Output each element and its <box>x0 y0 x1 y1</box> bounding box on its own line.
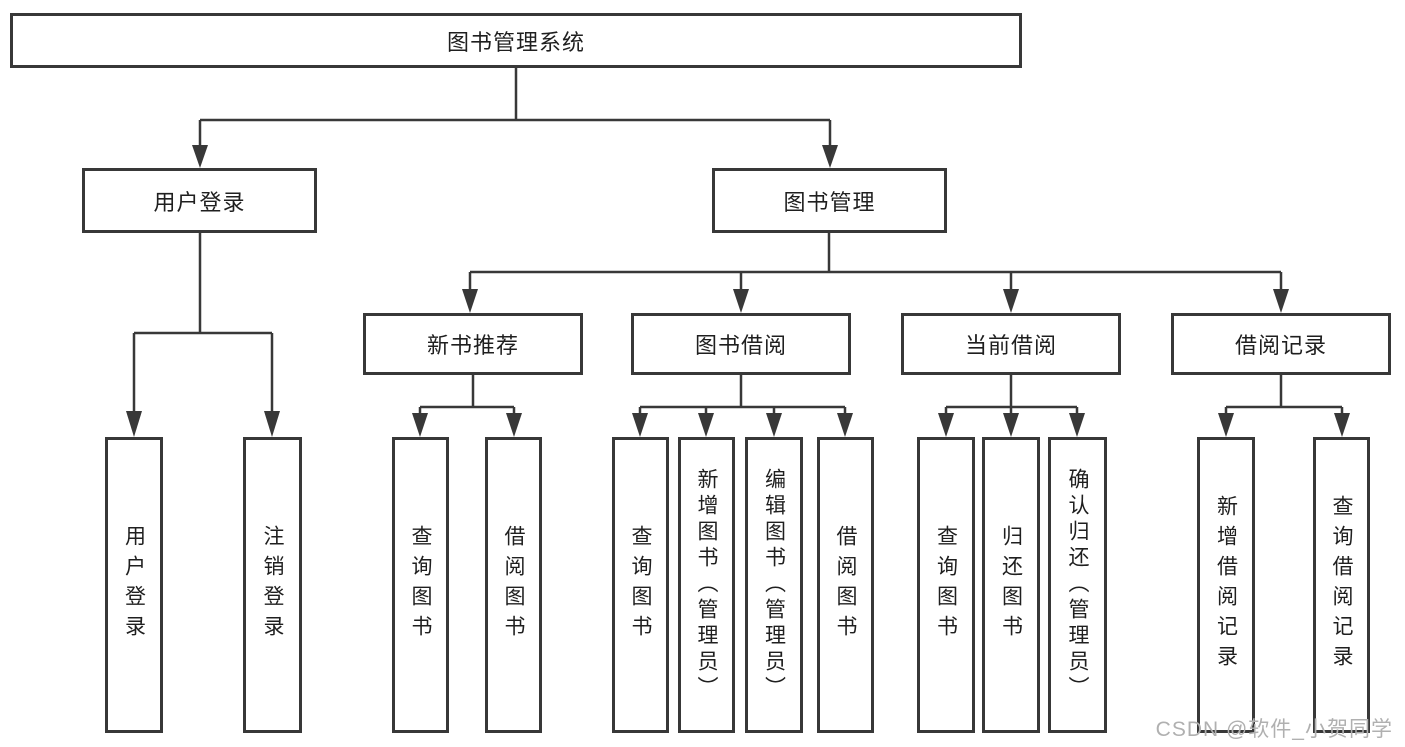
leaf-box-add-borrow-record: 新增借阅记录 <box>1197 437 1255 733</box>
branch-box-new-book-recommend: 新书推荐 <box>363 313 583 375</box>
leaf-box-query-borrow-record: 查询借阅记录 <box>1313 437 1370 733</box>
leaf-box-add-book-admin: 新增图书（管理员） <box>678 437 735 733</box>
leaf-box-logout: 注销登录 <box>243 437 302 733</box>
leaf-label: 查询图书 <box>934 525 958 645</box>
leaf-label: 注销登录 <box>261 525 284 645</box>
leaf-label: 确认归还（管理员） <box>1066 468 1089 702</box>
leaf-label: 新增图书（管理员） <box>695 468 718 702</box>
leaf-label: 用户登录 <box>122 525 146 645</box>
leaf-box-return-book: 归还图书 <box>982 437 1040 733</box>
csdn-watermark: CSDN @软件_小贺同学 <box>1155 718 1393 741</box>
leaf-label: 编辑图书（管理员） <box>762 468 786 702</box>
leaf-box-confirm-return-admin: 确认归还（管理员） <box>1048 437 1107 733</box>
leaf-label: 新增借阅记录 <box>1214 495 1238 675</box>
leaf-box-user-login: 用户登录 <box>105 437 163 733</box>
leaf-label: 归还图书 <box>999 525 1023 645</box>
root-box-library-system: 图书管理系统 <box>10 13 1022 68</box>
leaf-label: 借阅图书 <box>502 525 525 645</box>
leaf-box-query-books-recommend: 查询图书 <box>392 437 449 733</box>
leaf-box-edit-book-admin: 编辑图书（管理员） <box>745 437 803 733</box>
branch-box-book-borrowing: 图书借阅 <box>631 313 851 375</box>
leaf-box-borrow-books: 借阅图书 <box>817 437 874 733</box>
leaf-label: 查询图书 <box>629 525 652 645</box>
branch-box-user-login: 用户登录 <box>82 168 317 233</box>
leaf-box-borrow-books-recommend: 借阅图书 <box>485 437 542 733</box>
leaf-label: 借阅图书 <box>834 525 857 645</box>
leaf-box-query-books-current: 查询图书 <box>917 437 975 733</box>
leaf-label: 查询借阅记录 <box>1330 495 1353 675</box>
branch-box-book-management: 图书管理 <box>712 168 947 233</box>
leaf-label: 查询图书 <box>409 525 432 645</box>
branch-box-borrow-records: 借阅记录 <box>1171 313 1391 375</box>
leaf-box-query-books-borrowing: 查询图书 <box>612 437 669 733</box>
branch-box-current-borrowing: 当前借阅 <box>901 313 1121 375</box>
